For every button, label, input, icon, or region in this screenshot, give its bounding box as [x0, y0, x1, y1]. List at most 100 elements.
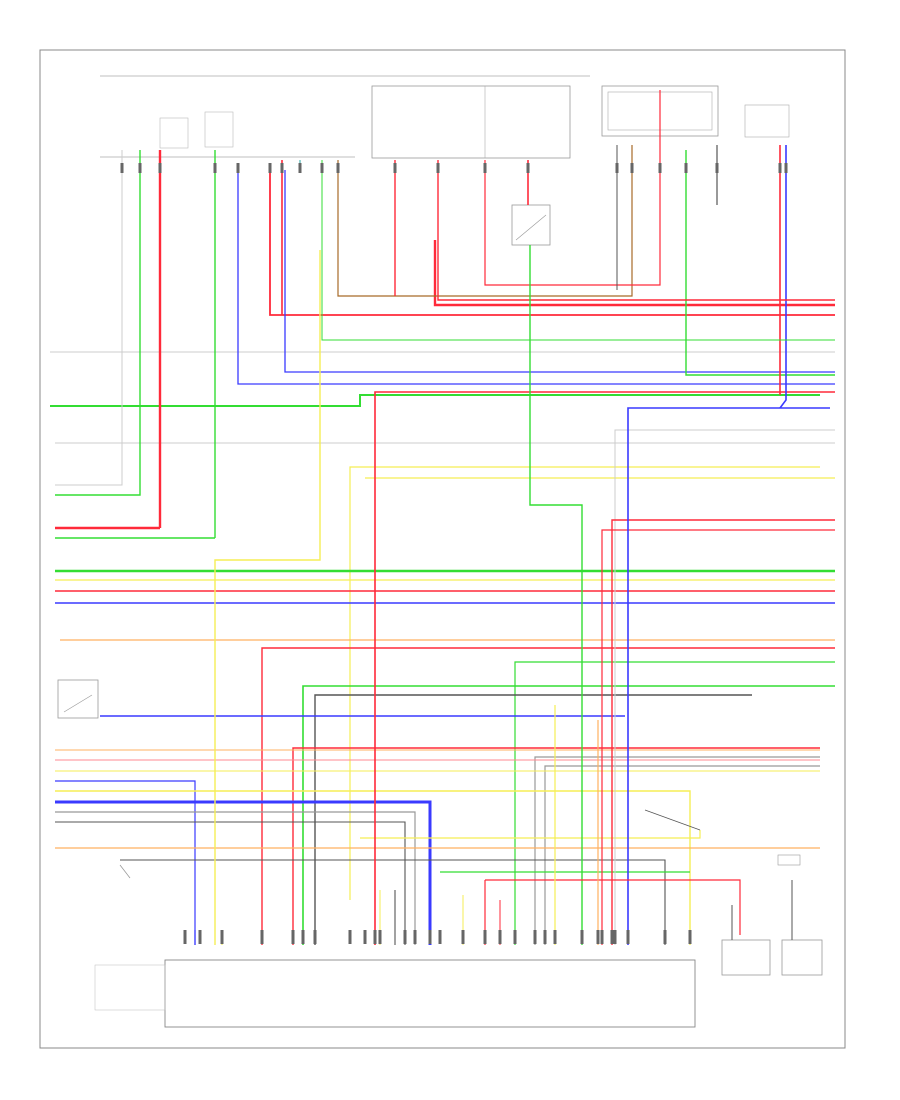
wire-yellow: [360, 830, 701, 839]
connector-pin: [138, 163, 142, 173]
connector-pin: [688, 930, 692, 944]
connector-pin: [280, 163, 284, 173]
connector-pin: [198, 930, 202, 944]
wire-red: [601, 529, 835, 945]
connector-pin: [120, 163, 124, 173]
switch-box: [744, 104, 790, 138]
connector-pin: [778, 163, 782, 173]
connector-pin: [336, 163, 340, 173]
stop-lamp-switch: [511, 204, 551, 246]
wire-green: [55, 150, 141, 496]
connector-pin: [784, 163, 788, 173]
sensor-box-a: [721, 939, 771, 976]
junction-block: [371, 85, 571, 159]
connector-pin: [596, 930, 600, 944]
wire-group: [50, 90, 835, 945]
connector-pin: [438, 930, 442, 944]
wire-lightgray: [614, 429, 835, 945]
connector-pin: [526, 163, 530, 173]
wire-blue: [55, 800, 432, 945]
connector-pin: [403, 930, 407, 944]
connector-pin: [220, 930, 224, 944]
wire-gray: [544, 765, 820, 945]
wire-gray: [534, 756, 820, 945]
wire-gray: [55, 811, 416, 945]
connector-pin: [183, 930, 187, 944]
wire-green: [321, 160, 835, 341]
wire-darkgray: [644, 809, 701, 831]
wire-blue: [55, 780, 196, 945]
wire-darkgray: [120, 859, 666, 945]
connector-pin: [320, 163, 324, 173]
connector-pin: [461, 930, 465, 944]
left-switch-component: [57, 679, 99, 719]
connector-pin: [298, 163, 302, 173]
connector-pin: [658, 163, 662, 173]
connector-pin: [158, 163, 162, 173]
wire-red: [261, 647, 835, 945]
wire-red: [292, 747, 820, 945]
connector-pin: [615, 163, 619, 173]
wire-red: [269, 170, 835, 316]
connector-pin: [260, 930, 264, 944]
wire-green: [514, 661, 835, 945]
connector-pin: [543, 930, 547, 944]
fuse-block-a: [159, 117, 189, 149]
pin-group: [120, 163, 788, 944]
wire-red: [484, 90, 661, 286]
fuse-block-b: [204, 111, 234, 148]
connector-pin: [630, 163, 634, 173]
wire-green: [302, 685, 835, 945]
connector-pin: [313, 930, 317, 944]
sensor-box-b: [781, 939, 823, 976]
wire-red: [611, 519, 835, 945]
connector-pin: [348, 930, 352, 944]
wire-red: [433, 240, 835, 307]
wire-lightgray: [55, 150, 123, 486]
connector-pin: [291, 930, 295, 944]
connector-pin: [301, 930, 305, 944]
wire-blue: [627, 407, 830, 945]
wire-blue: [237, 170, 835, 385]
connector-pin: [580, 930, 584, 944]
connector-pin: [483, 930, 487, 944]
connector-pin: [413, 930, 417, 944]
wire-green: [50, 394, 820, 407]
connector-pin: [553, 930, 557, 944]
wire-darkgray: [55, 821, 406, 945]
diagram-frame: [39, 49, 846, 1049]
connector-pin: [483, 163, 487, 173]
wire-red: [485, 879, 741, 935]
wire-green: [529, 245, 583, 945]
connector-pin: [498, 930, 502, 944]
connector-symbol: [777, 854, 801, 866]
wire-blue: [779, 145, 787, 409]
wire-green: [685, 150, 835, 376]
connector-pin: [600, 930, 604, 944]
connector-pin: [715, 163, 719, 173]
wire-brown: [337, 145, 633, 297]
connector-pin: [610, 930, 614, 944]
wire-yellow: [214, 250, 321, 945]
wire-yellow: [55, 790, 691, 945]
wire-red: [437, 160, 835, 301]
connector-pin: [663, 930, 667, 944]
wire-red: [374, 391, 835, 945]
ground-symbol: [119, 864, 131, 879]
wire-darkgray: [314, 694, 752, 945]
connector-pin: [213, 163, 217, 173]
connector-pin: [378, 930, 382, 944]
wire-yellow: [349, 466, 820, 900]
connector-pin: [513, 930, 517, 944]
wire-blue: [284, 170, 835, 373]
connector-pin: [533, 930, 537, 944]
connector-pin: [428, 930, 432, 944]
stop-lamp-switch-contact: [515, 214, 547, 241]
connector-pin: [236, 163, 240, 173]
connector-pin: [684, 163, 688, 173]
connector-pin: [373, 930, 377, 944]
connector-pin: [626, 930, 630, 944]
connector-pin: [393, 163, 397, 173]
